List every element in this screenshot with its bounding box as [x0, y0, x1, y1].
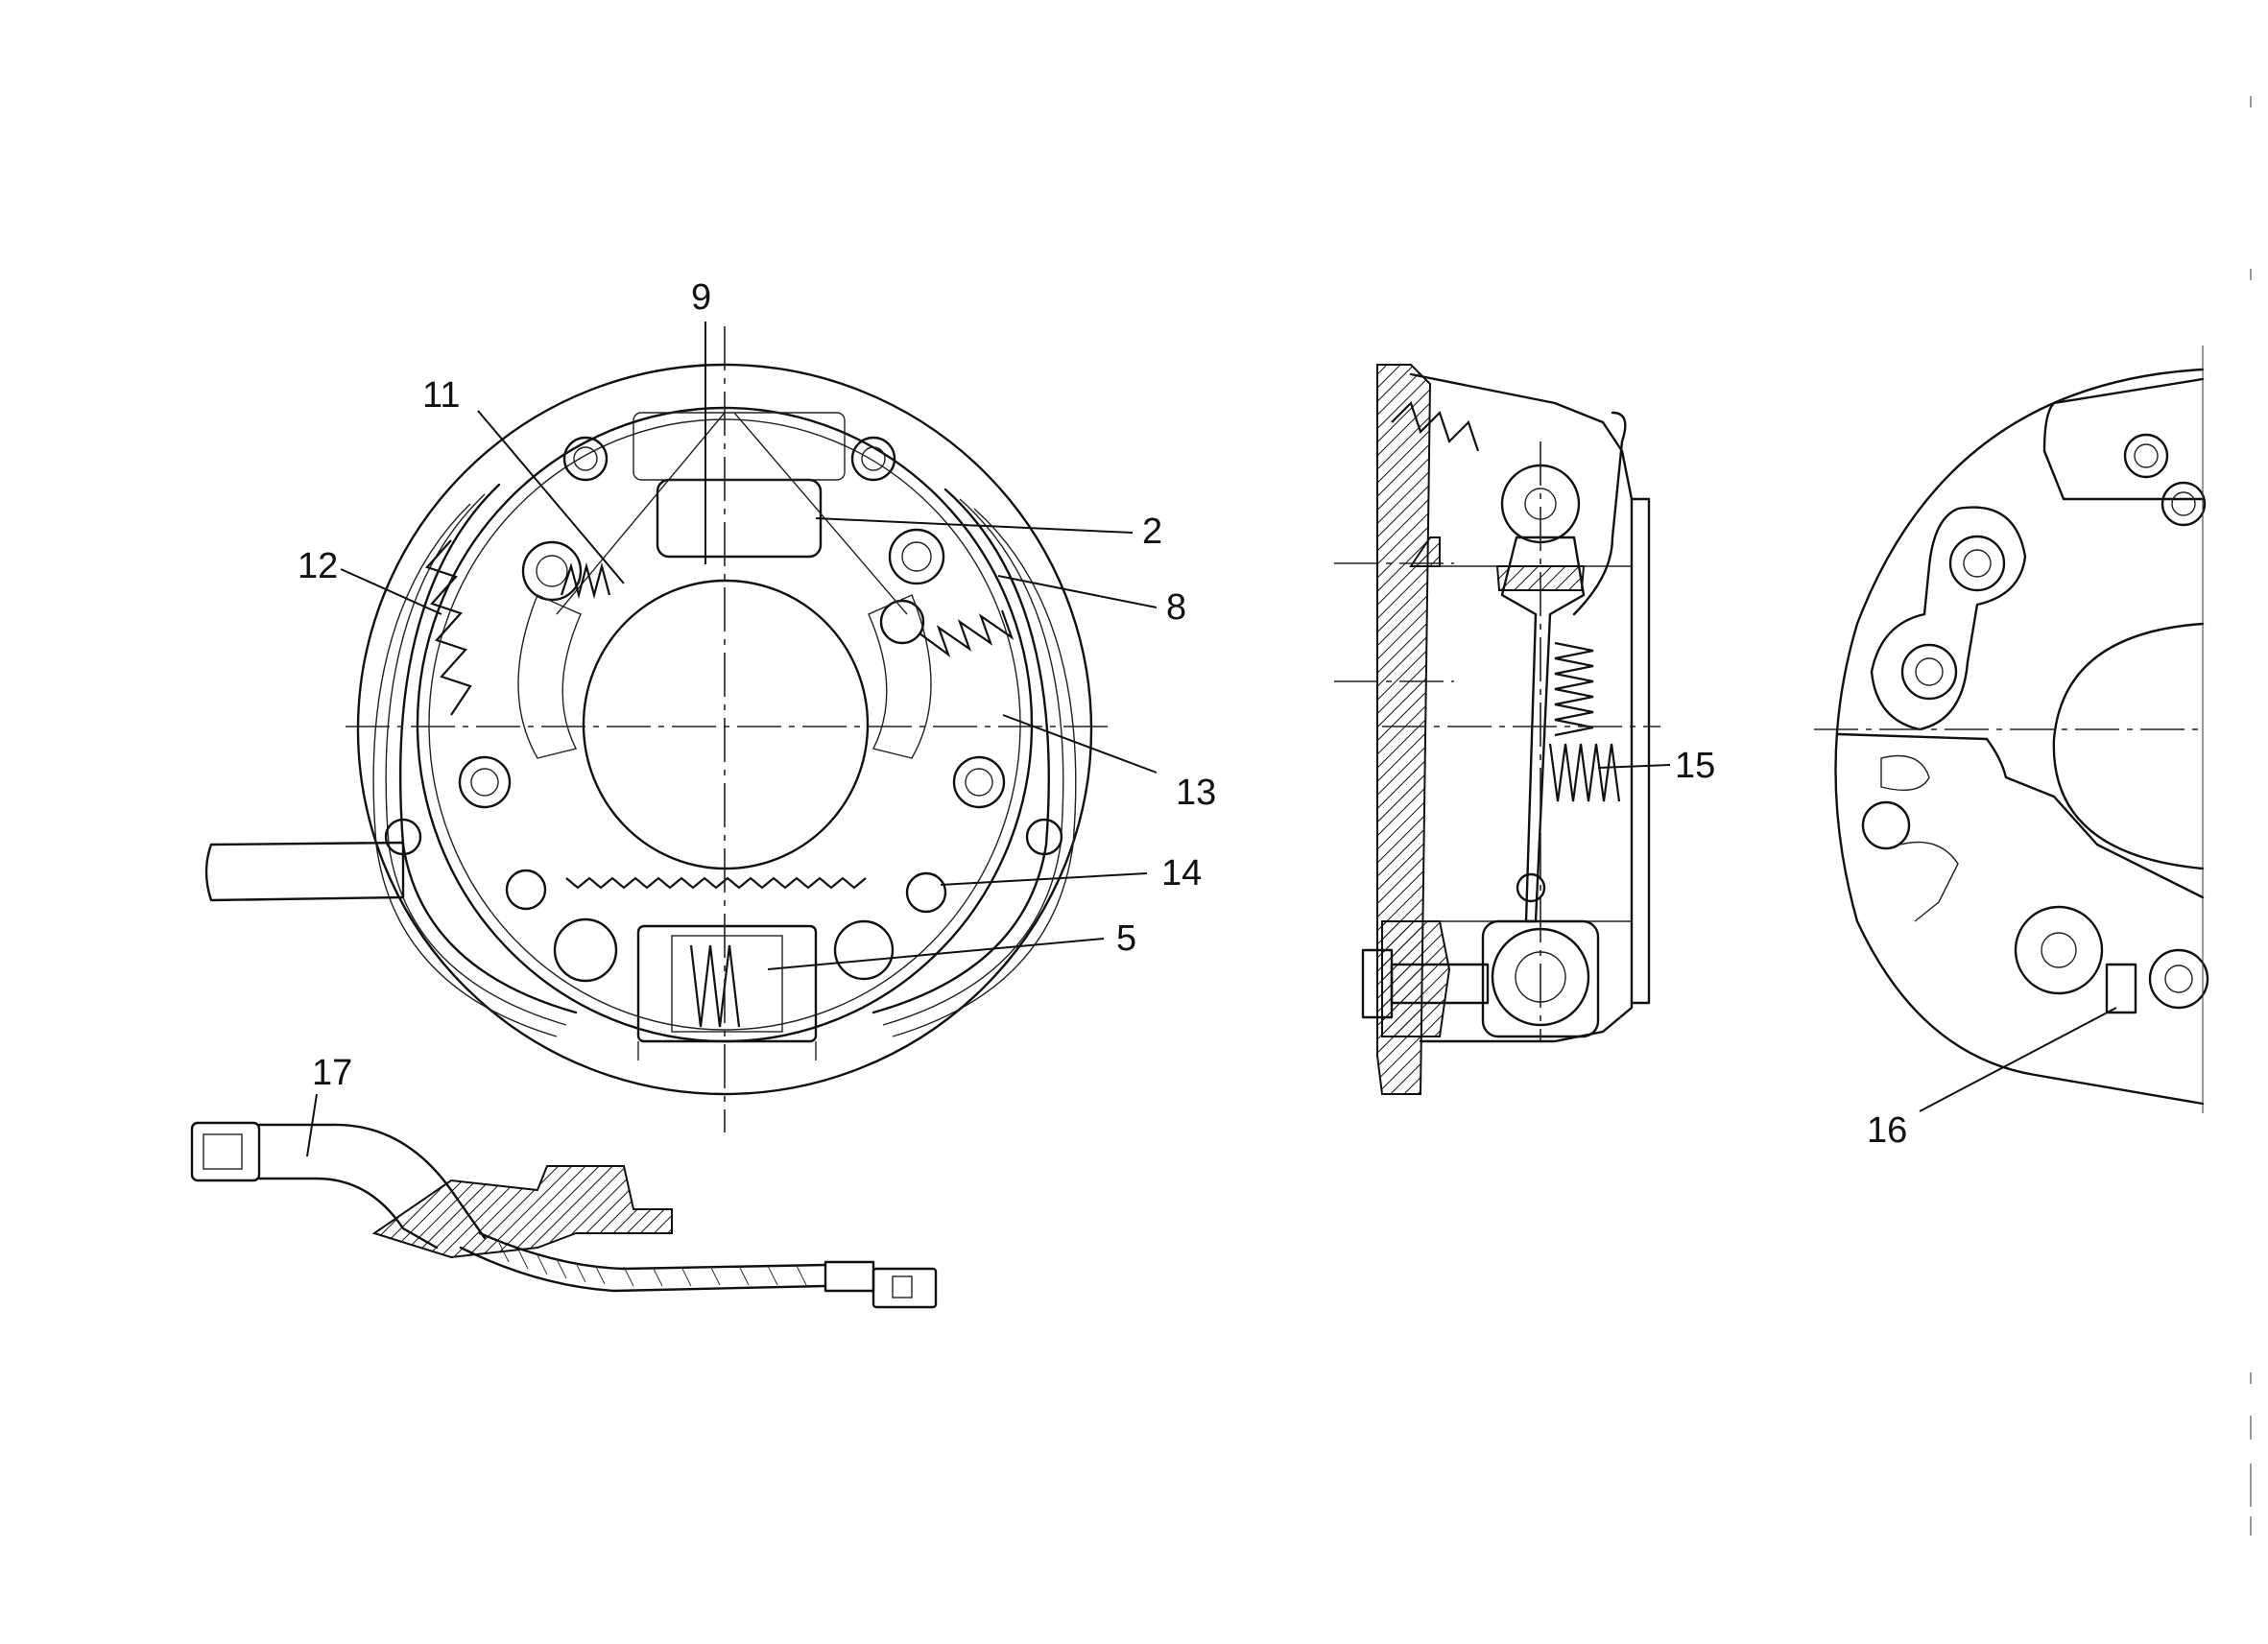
callout-12: 12	[298, 546, 338, 586]
callout-2: 2	[1142, 512, 1162, 552]
front-view	[204, 326, 1109, 1132]
callout-15: 15	[1675, 746, 1715, 786]
callout-labels: 9 11 12 2 8 13 14 5 17 15 16	[298, 277, 1907, 1151]
rear-view	[1814, 345, 2209, 1113]
leader-lines	[306, 322, 2117, 1157]
callout-11: 11	[422, 375, 460, 416]
section-view	[1334, 364, 1660, 1095]
callout-13: 13	[1176, 773, 1216, 813]
callout-17: 17	[312, 1053, 352, 1093]
callout-8: 8	[1166, 587, 1186, 628]
parking-cable	[190, 1121, 938, 1309]
callout-9: 9	[691, 277, 711, 318]
callout-14: 14	[1161, 853, 1202, 893]
callout-16: 16	[1867, 1110, 1907, 1151]
callout-5: 5	[1116, 918, 1136, 959]
